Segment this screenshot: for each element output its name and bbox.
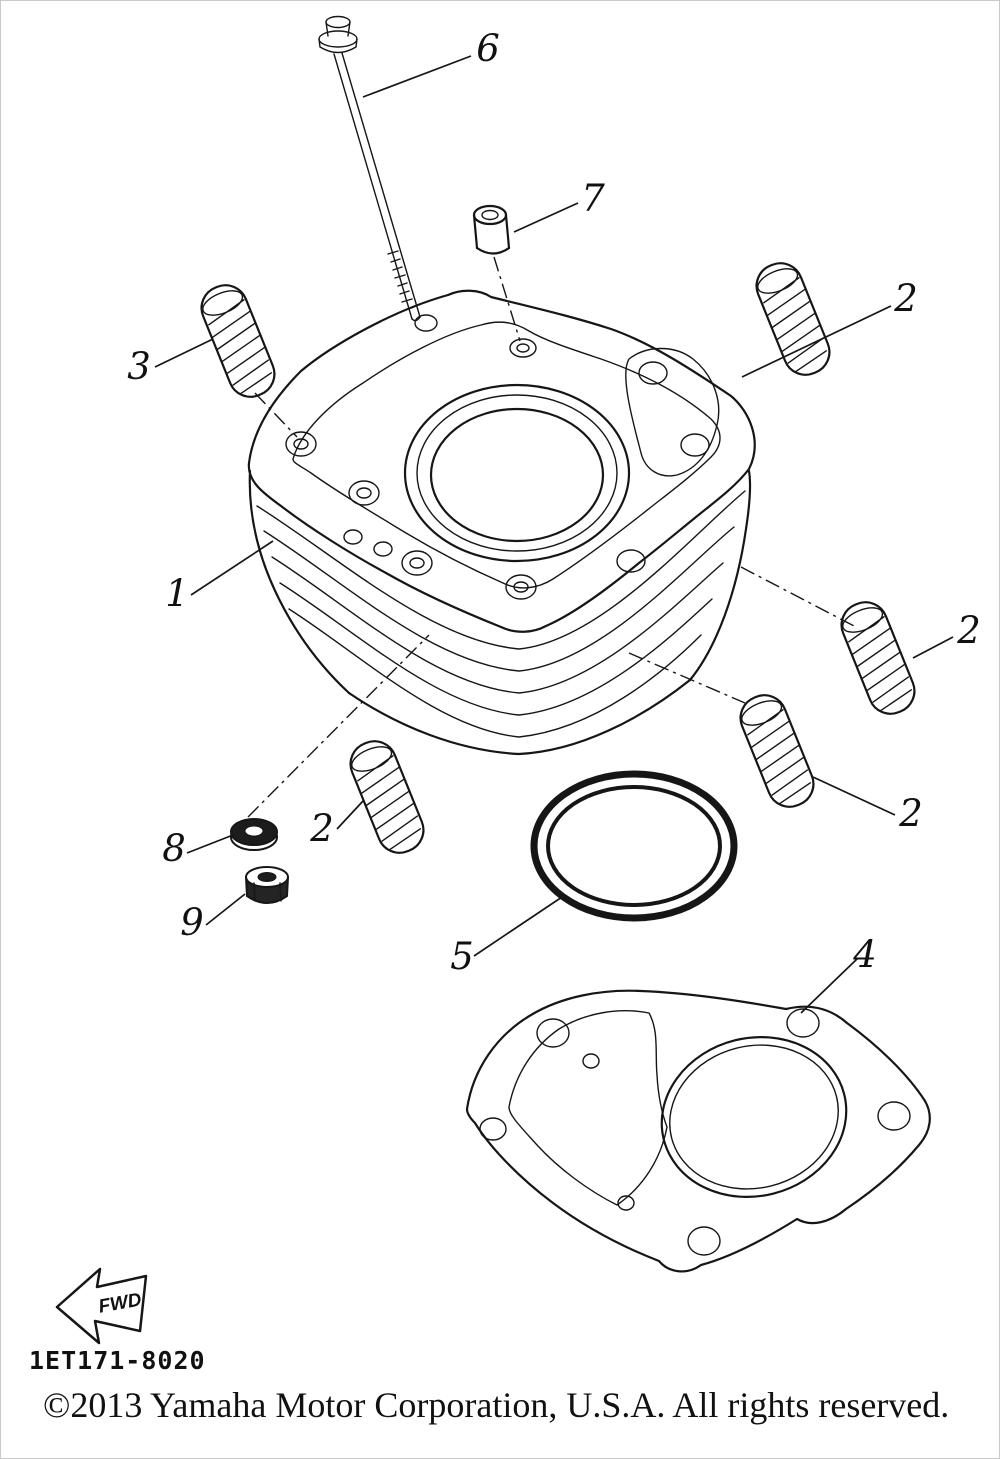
stud-2-bottom-right [732, 687, 822, 815]
stud-2-right [833, 594, 923, 722]
fwd-arrow: FWD [55, 1267, 148, 1345]
callout-5: 5 [450, 935, 474, 978]
callout-leader-lines [154, 55, 954, 1014]
diagram-code: 1ET171-8020 [29, 1346, 206, 1375]
callout-8: 8 [162, 827, 186, 870]
nut [244, 866, 290, 904]
cylinder-block [247, 289, 756, 756]
callout-1: 1 [165, 572, 189, 615]
collar [472, 204, 511, 255]
callout-labels: 6 7 3 2 1 2 2 2 8 9 5 4 [127, 27, 981, 978]
callout-9: 9 [180, 901, 204, 944]
assembly-axis-lines [247, 256, 855, 818]
stud-2-top-right [748, 255, 838, 383]
callout-3: 3 [127, 345, 151, 388]
callout-2-bottom-right: 2 [898, 792, 923, 835]
callout-6: 6 [476, 27, 500, 70]
callout-2-bottom-left: 2 [309, 807, 334, 850]
cylinder-bolt [318, 15, 421, 322]
callout-2-top-right: 2 [893, 277, 918, 320]
callout-2-right: 2 [956, 609, 981, 652]
stud-2-bottom-left [342, 733, 432, 861]
copyright-text: ©2013 Yamaha Motor Corporation, U.S.A. A… [43, 1385, 949, 1425]
callout-4: 4 [852, 933, 877, 976]
washer [230, 818, 278, 851]
callout-7: 7 [581, 177, 605, 220]
cylinder-gasket [465, 989, 931, 1273]
o-ring [530, 770, 738, 922]
